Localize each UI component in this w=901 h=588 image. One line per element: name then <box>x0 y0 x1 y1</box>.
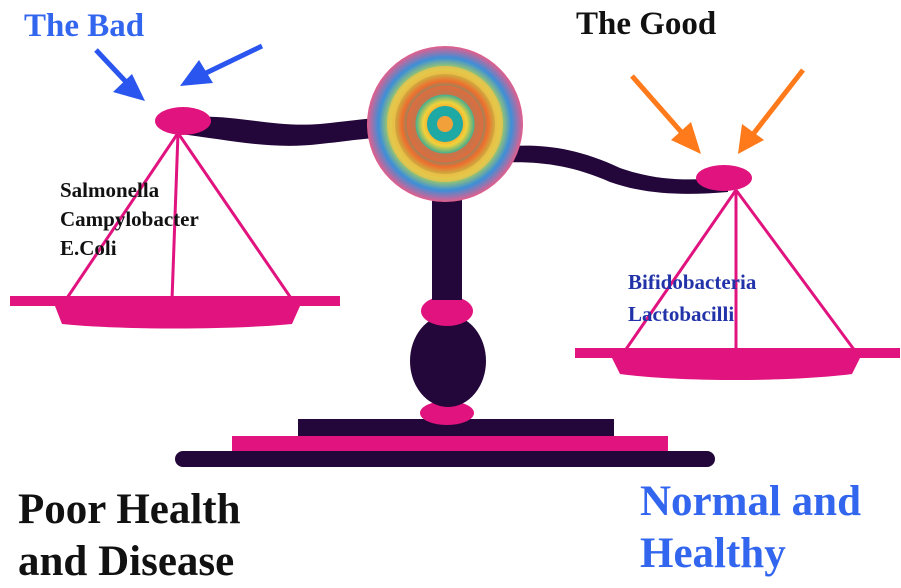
outcome-line: Normal and <box>640 476 861 528</box>
bad-title: The Bad <box>24 8 144 45</box>
outcome-line: and Disease <box>18 536 241 588</box>
good-arrows <box>632 70 803 154</box>
outcome-line: Healthy <box>640 528 861 580</box>
good-bacteria-item: Bifidobacteria <box>628 266 756 298</box>
bad-bacteria-item: Campylobacter <box>60 205 199 234</box>
outcome-poor-health: Poor Health and Disease <box>18 484 241 588</box>
good-title: The Good <box>576 6 716 43</box>
central-orb <box>367 46 523 202</box>
scale-stand <box>410 185 486 425</box>
outcome-normal-healthy: Normal and Healthy <box>640 476 861 580</box>
bad-bacteria-list: Salmonella Campylobacter E.Coli <box>60 176 199 263</box>
bad-bacteria-item: Salmonella <box>60 176 199 205</box>
bad-bacteria-item: E.Coli <box>60 234 199 263</box>
outcome-line: Poor Health <box>18 484 241 536</box>
bad-arrows <box>96 46 262 101</box>
good-bacteria-list: Bifidobacteria Lactobacilli <box>628 266 756 330</box>
scale-base <box>175 419 715 467</box>
good-bacteria-item: Lactobacilli <box>628 298 756 330</box>
